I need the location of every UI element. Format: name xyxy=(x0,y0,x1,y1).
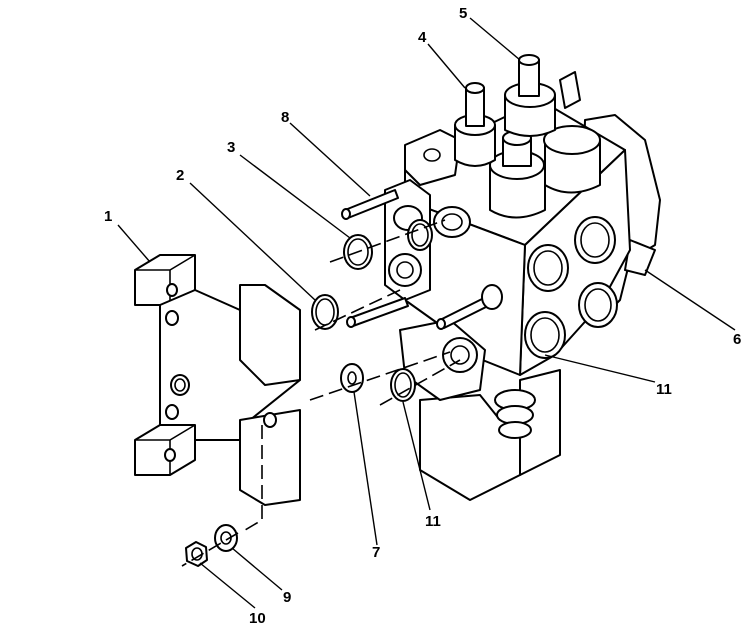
callout-3: 3 xyxy=(227,139,235,156)
o-ring-11-lower xyxy=(390,368,416,402)
callout-8: 8 xyxy=(281,109,289,126)
callout-11-lower: 11 xyxy=(425,513,441,530)
washer-7 xyxy=(340,363,364,393)
callout-10: 10 xyxy=(249,610,266,627)
assembly-axes xyxy=(181,219,461,567)
callout-7: 7 xyxy=(372,544,380,561)
callout-4: 4 xyxy=(418,29,427,46)
leader-lines xyxy=(117,17,736,609)
callout-6: 6 xyxy=(733,331,741,348)
o-ring-2 xyxy=(311,294,339,330)
valve-assembly xyxy=(341,54,661,501)
callout-5: 5 xyxy=(459,5,467,22)
callout-9: 9 xyxy=(283,589,291,606)
callout-2: 2 xyxy=(176,167,184,184)
callout-1: 1 xyxy=(104,208,112,225)
mounting-plate xyxy=(134,254,301,506)
washer-9 xyxy=(214,524,238,552)
callout-11-upper: 11 xyxy=(656,381,672,398)
